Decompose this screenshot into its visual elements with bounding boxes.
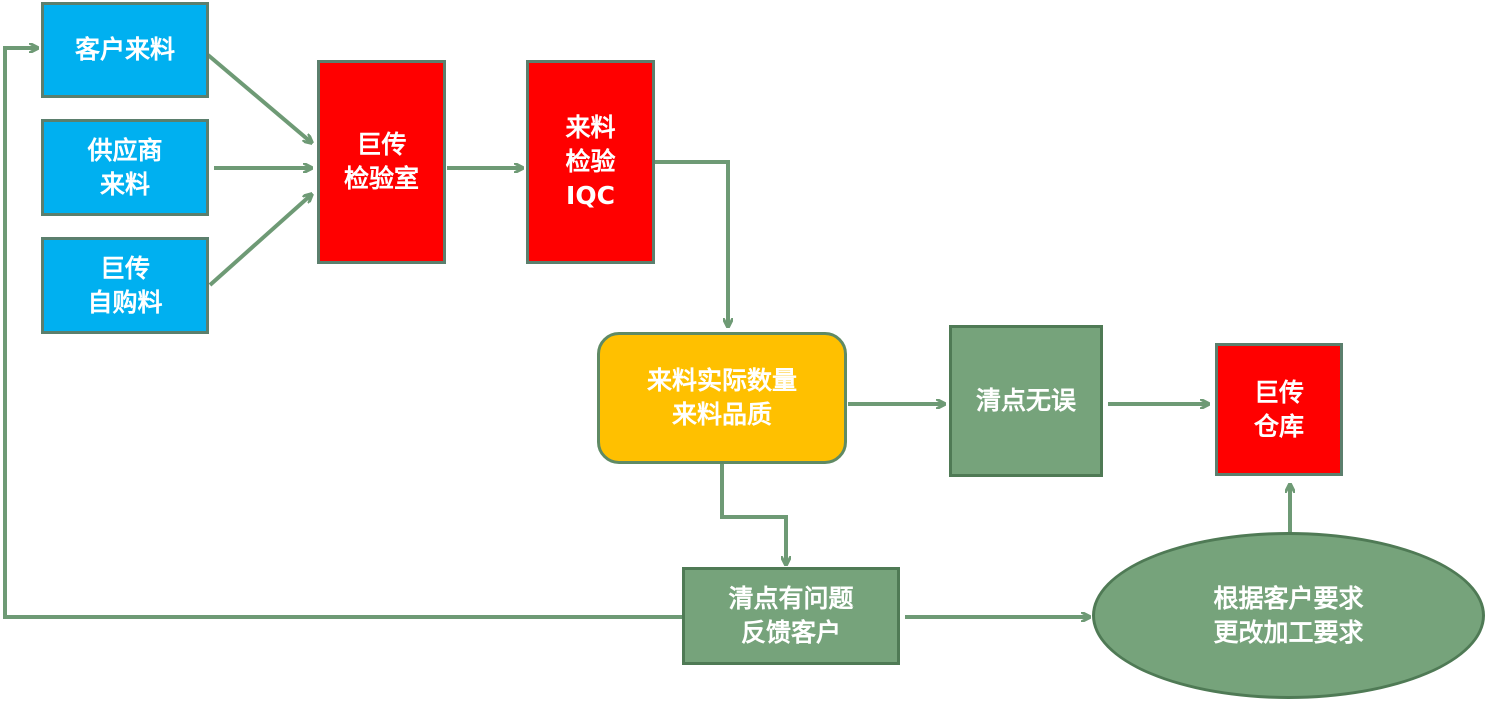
customer-material-node: 客户来料 [41,2,209,98]
arrow-check-to-count-problem [720,463,786,565]
arrow-iqc-to-check [654,160,728,327]
count-problem-feedback-node: 清点有问题 反馈客户 [682,567,900,665]
incoming-quantity-quality-node: 来料实际数量 来料品质 [597,332,847,464]
count-correct-node: 清点无误 [949,325,1103,477]
warehouse-node: 巨传 仓库 [1215,343,1343,476]
iqc-node: 来料 检验 IQC [526,60,655,264]
supplier-material-node: 供应商 来料 [41,119,209,216]
arrow-customer-to-inspection [206,53,312,143]
self-purchase-material-node: 巨传 自购料 [41,237,209,334]
arrow-problem-feedback-to-customer [3,48,682,619]
arrow-selfpurchase-to-inspection [208,194,312,287]
inspection-room-node: 巨传 检验室 [317,60,446,264]
change-processing-requirement-node: 根据客户要求 更改加工要求 [1092,532,1485,699]
